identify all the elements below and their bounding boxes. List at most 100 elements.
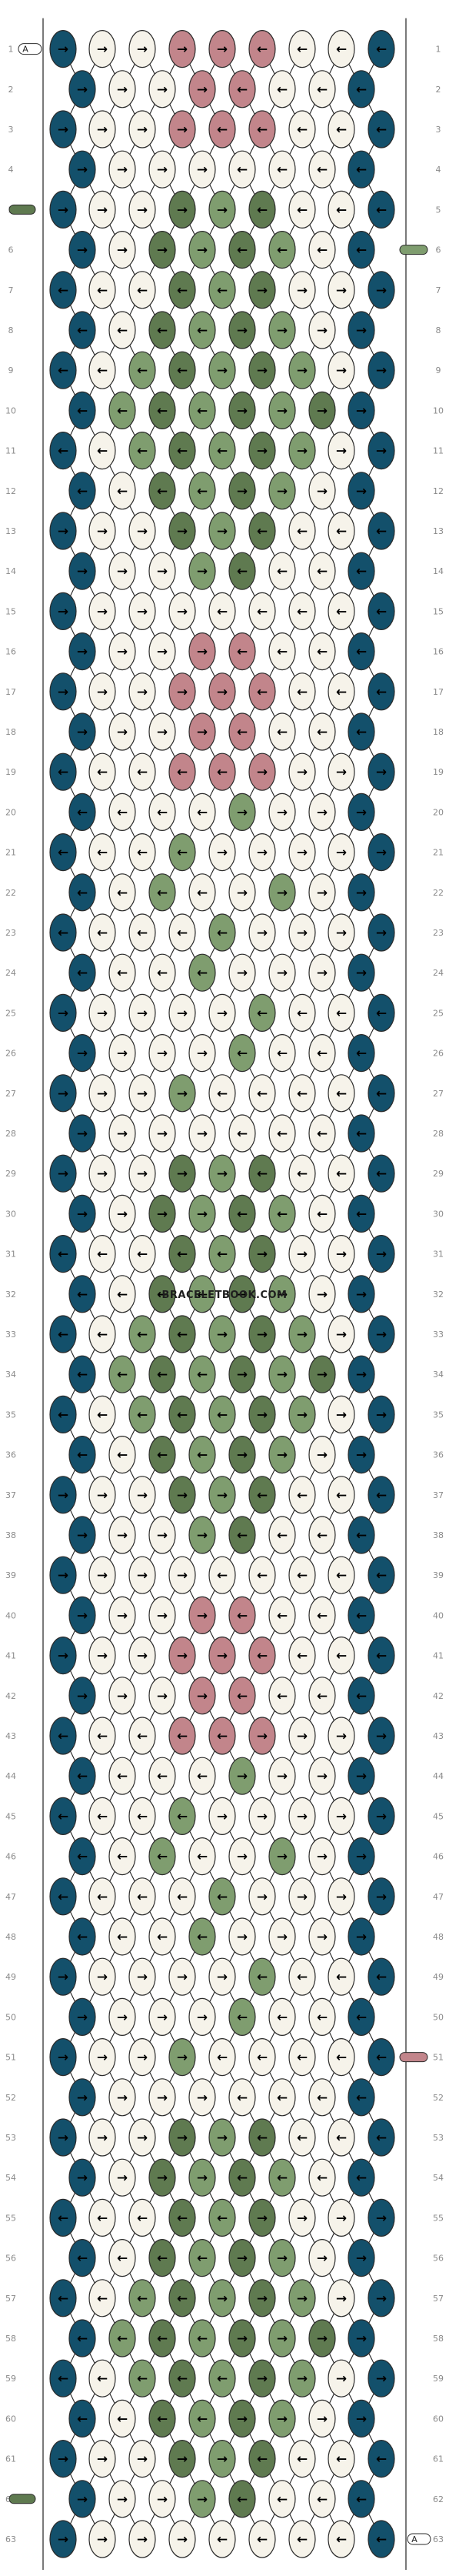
knot-arrow: → bbox=[237, 2411, 248, 2427]
knot-body bbox=[268, 150, 296, 189]
row-number-left: 57 bbox=[5, 2294, 16, 2304]
knot: ← bbox=[49, 1395, 77, 1434]
knot-arrow: ← bbox=[97, 1729, 108, 1744]
knot-body bbox=[88, 833, 116, 872]
knot-body bbox=[128, 993, 156, 1033]
knot: ← bbox=[268, 632, 296, 671]
knot-body bbox=[268, 70, 296, 108]
knot-body bbox=[348, 1997, 375, 2036]
knot-body bbox=[68, 2480, 96, 2518]
knot-body bbox=[128, 2359, 156, 2397]
knot-body bbox=[148, 1757, 176, 1795]
row-number-right: 24 bbox=[433, 968, 444, 978]
knot-arrow: → bbox=[97, 2131, 108, 2146]
knot-body bbox=[208, 1797, 236, 1835]
knot-body bbox=[128, 833, 156, 872]
knot-arrow: → bbox=[97, 1970, 108, 1985]
knot: → bbox=[248, 833, 276, 872]
knot-body bbox=[288, 1476, 316, 1514]
knot-arrow: ← bbox=[376, 524, 387, 539]
knot: ← bbox=[49, 913, 77, 952]
knot-arrow: ← bbox=[317, 243, 328, 259]
knot-arrow: → bbox=[356, 1367, 367, 1383]
knot-arrow: → bbox=[297, 444, 308, 459]
knot-body bbox=[228, 2158, 256, 2197]
knot: → bbox=[148, 2078, 176, 2117]
knot: → bbox=[348, 1355, 375, 1393]
knot-arrow: → bbox=[137, 1970, 148, 1985]
knot: → bbox=[168, 512, 196, 550]
knot-body bbox=[308, 150, 336, 189]
knot-body bbox=[308, 792, 336, 832]
knot: → bbox=[328, 833, 355, 872]
knot-body bbox=[288, 1797, 316, 1835]
knot-arrow: → bbox=[336, 1729, 347, 1744]
knot: → bbox=[308, 953, 336, 992]
knot-arrow: → bbox=[97, 1166, 108, 1182]
knot: ← bbox=[188, 1435, 216, 1474]
knot-body bbox=[148, 70, 176, 108]
knot-arrow: → bbox=[277, 1769, 288, 1784]
row-number-right: 5 bbox=[436, 205, 441, 215]
knot: ← bbox=[348, 231, 375, 269]
knot: → bbox=[368, 351, 395, 389]
knot-arrow: ← bbox=[277, 1689, 288, 1704]
row-number-left: 12 bbox=[5, 486, 16, 496]
knot-arrow: ← bbox=[58, 2291, 68, 2307]
knot: → bbox=[368, 431, 395, 470]
knot-arrow: ← bbox=[197, 1448, 208, 1463]
knot: ← bbox=[288, 110, 316, 148]
row-number-left: 38 bbox=[5, 1530, 16, 1540]
knot: ← bbox=[128, 351, 156, 389]
knot-body bbox=[188, 391, 216, 430]
knot-arrow: ← bbox=[117, 2331, 128, 2347]
knot: → bbox=[148, 1596, 176, 1634]
knot-body bbox=[68, 1033, 96, 1073]
knot-arrow: → bbox=[117, 2090, 128, 2106]
knot: → bbox=[268, 311, 296, 349]
knot-body bbox=[188, 2480, 216, 2518]
knot-arrow: → bbox=[376, 1809, 387, 1824]
knot: ← bbox=[128, 1877, 156, 1916]
knot-arrow: → bbox=[257, 2211, 268, 2226]
knot-body bbox=[288, 271, 316, 309]
knot: ← bbox=[188, 1275, 216, 1313]
knot-arrow: ← bbox=[297, 2532, 308, 2548]
knot: → bbox=[348, 1435, 375, 1474]
knot-body bbox=[208, 1877, 236, 1916]
knot: → bbox=[348, 1275, 375, 1313]
knot-body bbox=[188, 472, 216, 510]
knot: → bbox=[348, 2239, 375, 2277]
knot: → bbox=[268, 792, 296, 832]
knot-body bbox=[368, 2520, 395, 2558]
knot-arrow: ← bbox=[137, 1327, 148, 1343]
knot-body bbox=[348, 231, 375, 269]
knot-arrow: ← bbox=[58, 1729, 68, 1744]
row-number-right: 15 bbox=[433, 606, 444, 616]
knot-body bbox=[68, 1677, 96, 1715]
knot-arrow: ← bbox=[376, 1649, 387, 1664]
knot-body bbox=[348, 873, 375, 912]
knot-body bbox=[348, 70, 375, 108]
knot-body bbox=[328, 833, 355, 872]
knot-body bbox=[128, 2520, 156, 2558]
knot: ← bbox=[248, 2038, 276, 2077]
knot-body bbox=[248, 190, 276, 229]
knot-arrow: → bbox=[58, 2050, 68, 2066]
knot: ← bbox=[208, 431, 236, 470]
knot-body bbox=[288, 752, 316, 791]
knot-arrow: ← bbox=[297, 202, 308, 218]
knot: → bbox=[128, 110, 156, 148]
knot: → bbox=[168, 1476, 196, 1514]
knot-body bbox=[188, 1435, 216, 1474]
knot-arrow: ← bbox=[157, 1448, 168, 1463]
knot-body bbox=[108, 873, 136, 912]
knot: → bbox=[368, 2359, 395, 2397]
knot-body bbox=[328, 993, 355, 1033]
knot-body bbox=[308, 1355, 336, 1393]
knot-arrow: → bbox=[77, 1206, 88, 1222]
knot-body bbox=[348, 1917, 375, 1956]
knot: → bbox=[108, 1677, 136, 1715]
knot: ← bbox=[188, 953, 216, 992]
knot: ← bbox=[228, 1997, 256, 2036]
